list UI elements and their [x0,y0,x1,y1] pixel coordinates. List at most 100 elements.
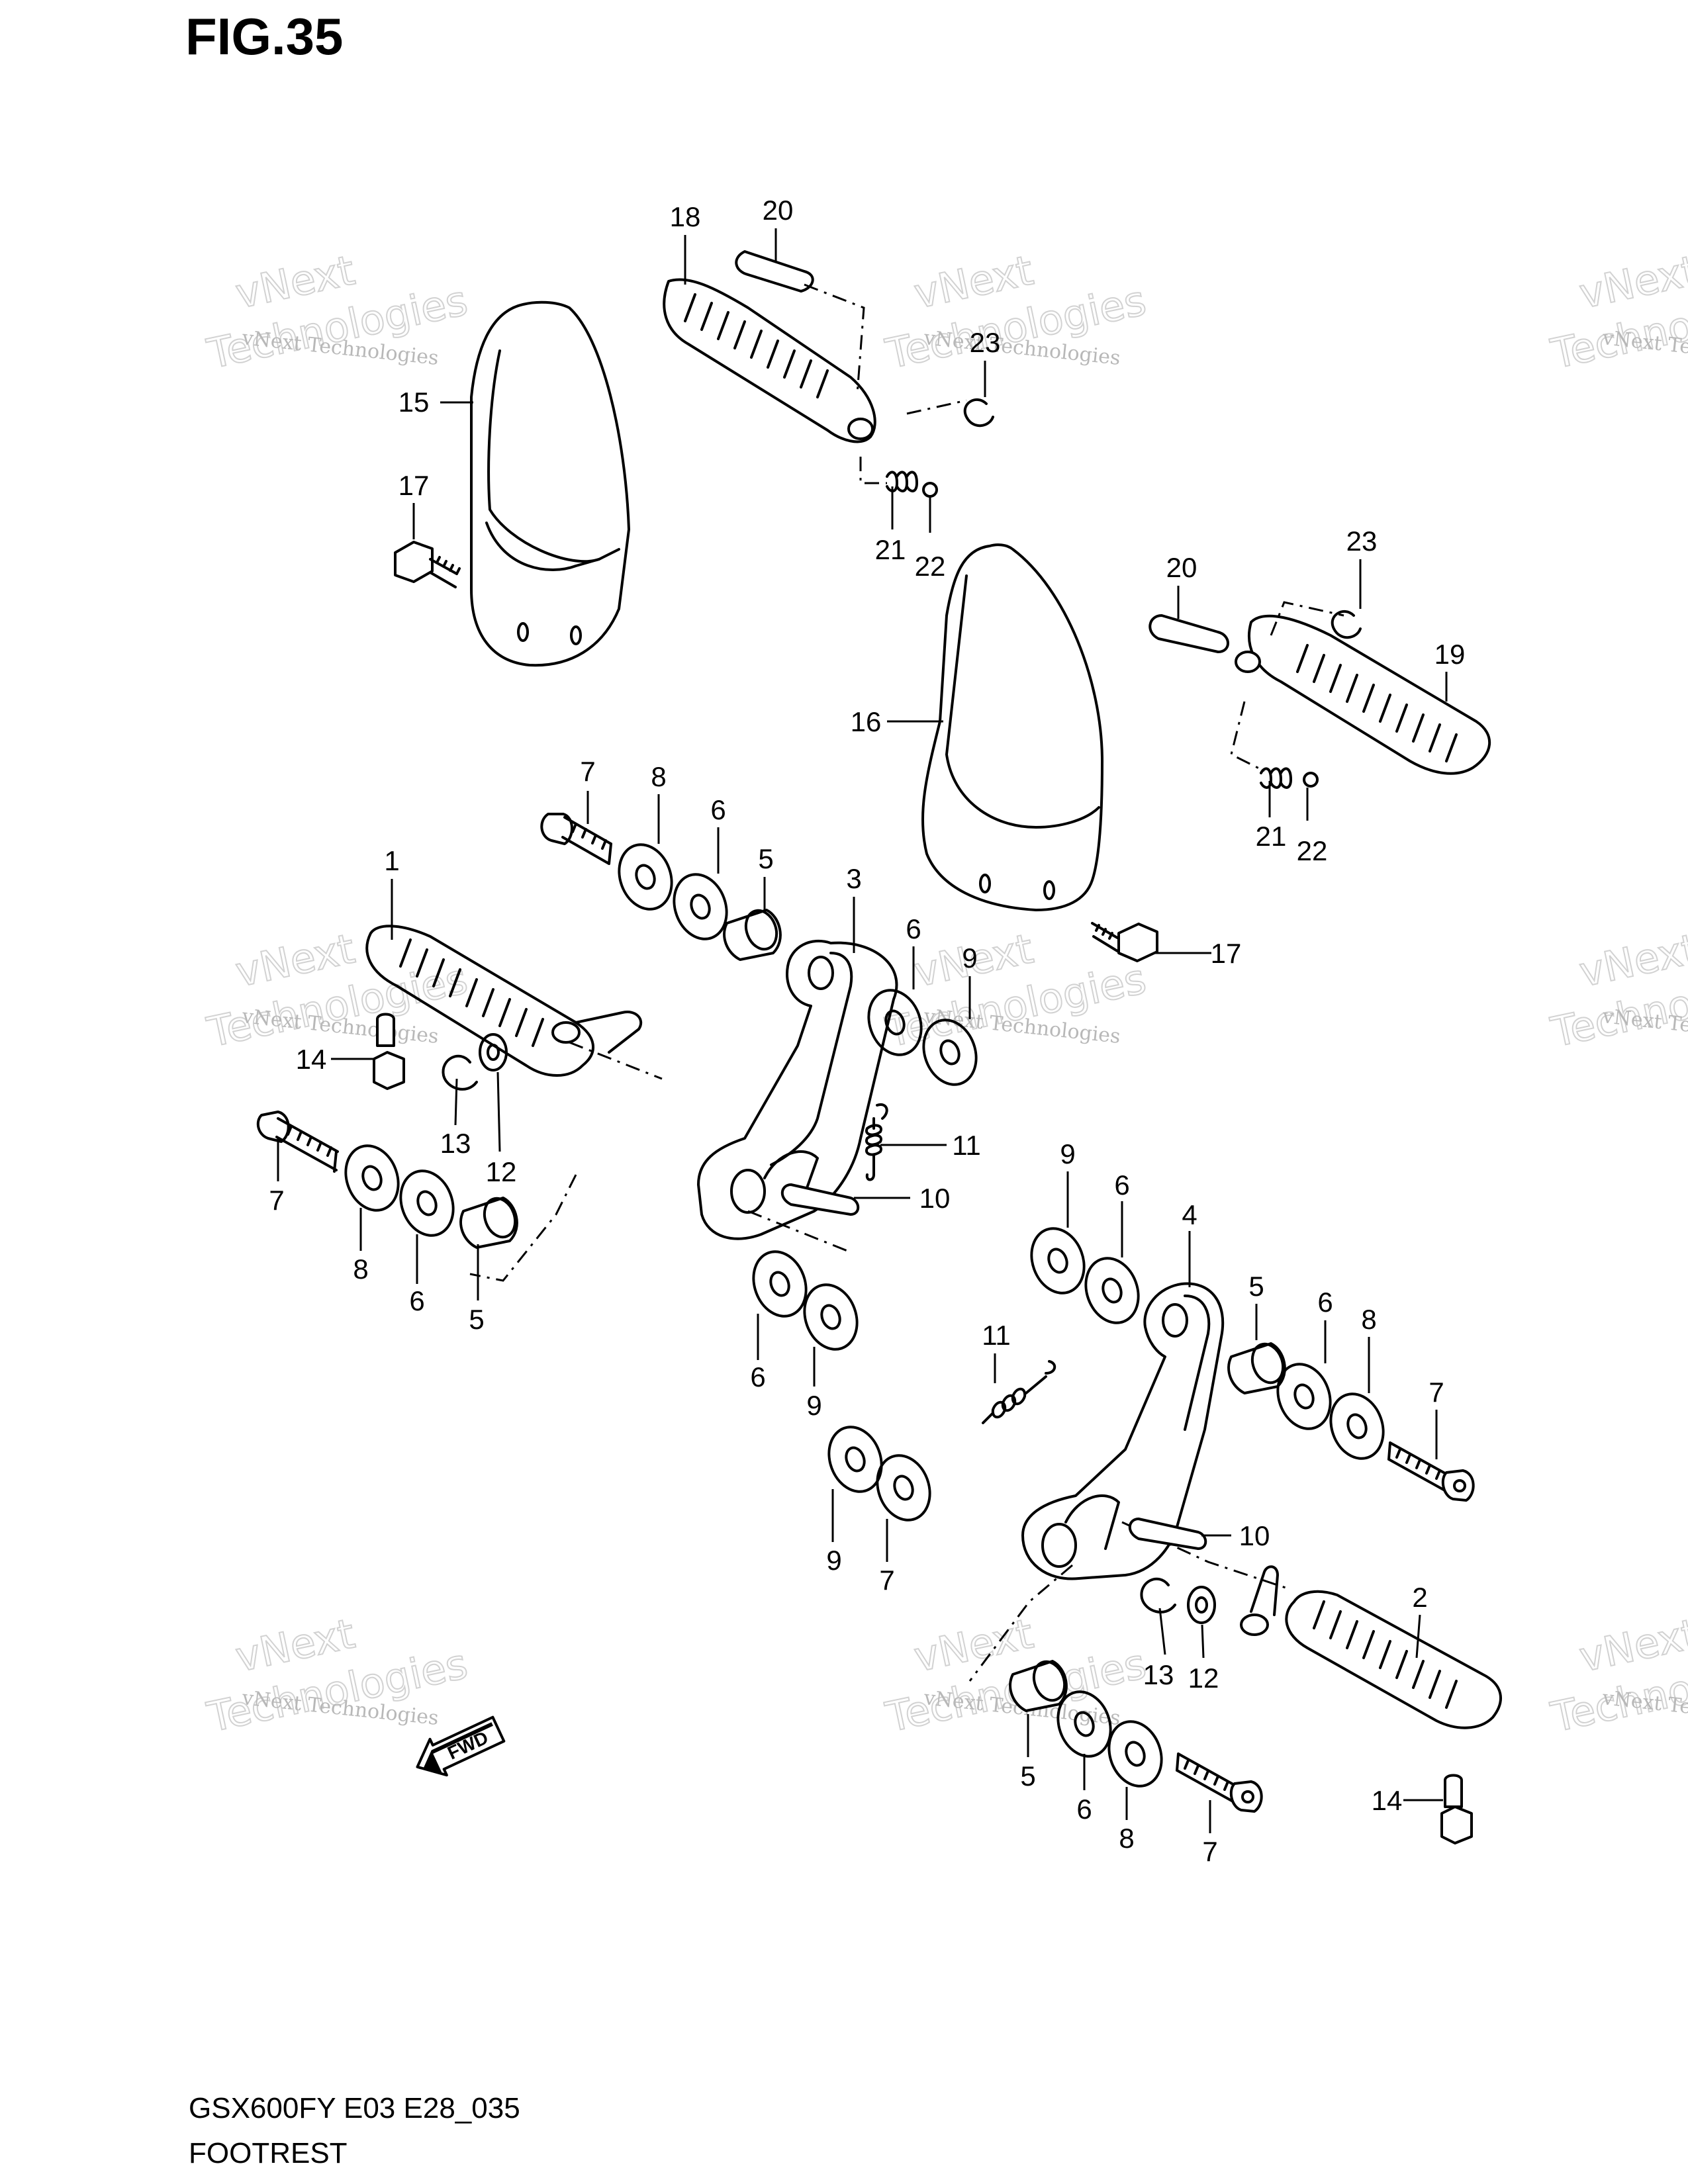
assembly-line [1270,601,1344,636]
assembly-line [804,283,865,394]
callout-5: 5 [1248,1271,1264,1302]
callout-12: 12 [1188,1662,1219,1694]
washer-8-upper [618,843,673,911]
watermark-group: vNext Technologies vNext Technologies vN… [203,245,1688,1742]
callout-9: 9 [826,1545,841,1576]
callout-6: 6 [1076,1794,1092,1825]
callout-1: 1 [384,845,399,876]
nut-14-lower [1440,1774,1473,1844]
leader-lines [277,228,1448,1833]
bolt-7-upper [540,813,612,865]
callout-23: 23 [1346,525,1378,557]
pin-10-lower [1128,1518,1207,1550]
callout-6: 6 [710,794,726,825]
model-code: GSX600FY E03 E28_035 [189,2092,520,2124]
callout-21: 21 [1256,821,1287,852]
callout-18: 18 [670,201,701,232]
washer-6-right-top [1084,1257,1140,1324]
callout-10: 10 [1239,1520,1270,1551]
washer-8-lower-left [344,1144,400,1212]
washer-6-upper [673,873,728,940]
bushing-5-lower [1009,1660,1068,1712]
assembly-line [569,1041,663,1080]
callout-5: 5 [758,843,773,874]
callout-8: 8 [1361,1304,1376,1335]
spring-ball-upper [859,457,938,498]
washer-12-upper [479,1033,508,1071]
assembly-line [968,1564,1073,1682]
washer-6-center [752,1250,808,1318]
callout-9: 9 [806,1390,821,1421]
callout-11: 11 [952,1130,981,1161]
pin-10-upper [780,1183,860,1216]
callout-9: 9 [962,942,977,974]
callout-6: 7 [879,1565,894,1596]
callout-22: 22 [1297,835,1328,866]
bracket-4 [1021,1282,1225,1580]
footpeg-1 [365,925,643,1077]
callout-7: 7 [269,1185,284,1216]
bushing-5-upper [723,909,782,961]
figure-title: FIG.35 [185,7,343,66]
washer-6-lower-left [399,1169,455,1237]
callout-14: 14 [1372,1785,1403,1816]
callout-13: 13 [1143,1659,1174,1690]
clip-23-right [1331,610,1362,639]
callout-7: 7 [1429,1377,1444,1408]
bolt-17-upper [394,541,461,588]
callout-5: 5 [1020,1760,1035,1792]
callout-12: 12 [486,1156,517,1187]
callout-14: 14 [296,1044,327,1075]
callout-9: 9 [1060,1138,1075,1169]
callout-23: 23 [970,327,1001,358]
callout-5: 5 [469,1304,484,1335]
washer-9-right-top [1030,1227,1086,1295]
washer-6-upper-right [867,989,923,1056]
washer-6-lower [876,1454,931,1522]
callout-3: 3 [846,863,861,894]
washer-9-upper [922,1019,978,1086]
heel-guard-left [470,300,630,667]
callout-7: 7 [580,756,595,787]
washer-6-right [1276,1363,1332,1430]
bushing-5-right [1227,1342,1286,1394]
washer-9-lower [827,1426,883,1493]
bushing-5-lower-left [459,1197,518,1249]
assembly-line [469,1174,577,1282]
footpeg-19 [1235,614,1491,775]
callout-7: 7 [1202,1836,1217,1867]
pin-20-right [1149,614,1229,653]
callout-21: 21 [875,534,906,565]
clip-13-lower [1140,1577,1176,1614]
callout-6: 6 [1114,1169,1129,1201]
clip-23-upper [963,398,994,428]
callout-17: 17 [1211,938,1242,969]
callout-6: 6 [1317,1287,1333,1318]
assembly-line [906,399,967,415]
bolt-7-bottom [1176,1752,1263,1813]
heel-guard-right [921,543,1103,911]
washer-12-lower [1187,1586,1216,1624]
bolt-17-right [1091,922,1158,962]
washer-8-right [1329,1392,1385,1460]
callout-20: 20 [763,195,794,226]
callout-8: 8 [651,761,666,792]
callout-8: 8 [353,1253,368,1285]
callout-15: 15 [399,387,430,418]
callout-19: 19 [1434,639,1466,670]
bolt-7-right [1387,1441,1475,1502]
spring-11-lower [982,1360,1056,1424]
washer-6-bottom [1056,1690,1112,1758]
pin-20-upper [735,250,814,293]
callout-22: 22 [915,551,946,582]
washer-8-bottom [1107,1720,1163,1788]
callout-16: 16 [851,706,882,737]
callout-17: 17 [399,470,430,501]
callout-13: 13 [440,1128,471,1159]
callout-2: 2 [1412,1582,1427,1613]
callout-4: 4 [1182,1199,1197,1230]
callout-8: 8 [1119,1823,1134,1854]
callout-6: 6 [750,1361,765,1392]
assembly-line [747,1210,848,1252]
